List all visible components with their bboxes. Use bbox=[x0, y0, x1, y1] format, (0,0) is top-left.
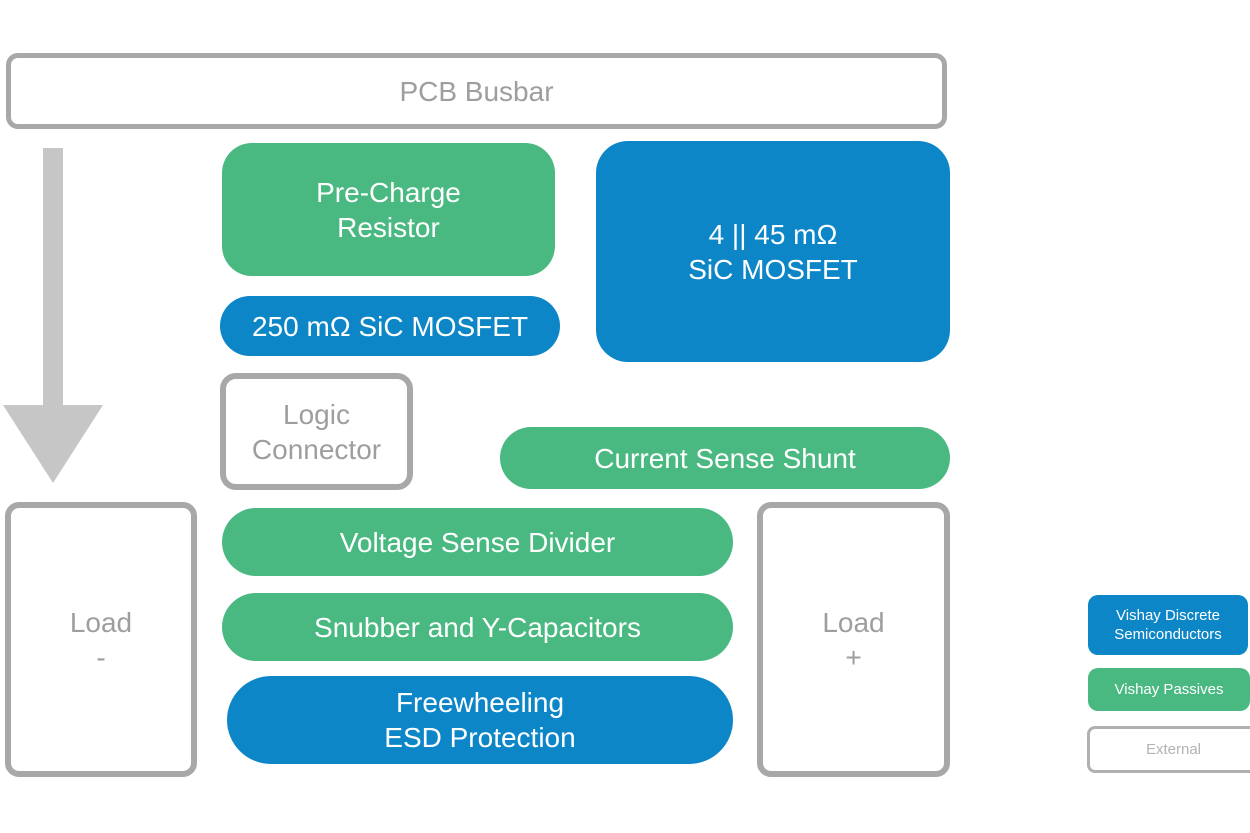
block-load-minus: Load - bbox=[5, 502, 197, 777]
logic-connector-line1: Logic bbox=[283, 398, 350, 430]
load-minus-line2: - bbox=[96, 641, 106, 673]
legend-discrete-line1: Vishay Discrete bbox=[1116, 607, 1220, 624]
pre-charge-line2: Resistor bbox=[337, 211, 440, 243]
pcb-busbar-label: PCB Busbar bbox=[399, 75, 554, 107]
block-pre-charge-resistor: Pre-Charge Resistor bbox=[222, 143, 555, 276]
legend-external-label: External bbox=[1145, 741, 1202, 758]
block-load-plus: Load + bbox=[757, 502, 950, 777]
voltage-sense-divider-label: Voltage Sense Divider bbox=[339, 526, 616, 558]
mosfet-main-line2: SiC MOSFET bbox=[688, 253, 858, 285]
block-current-sense-shunt: Current Sense Shunt bbox=[500, 427, 950, 489]
current-sense-shunt-label: Current Sense Shunt bbox=[594, 442, 856, 474]
snubber-label: Snubber and Y-Capacitors bbox=[314, 611, 641, 643]
block-logic-connector: Logic Connector bbox=[220, 373, 413, 490]
down-arrow-shaft bbox=[43, 148, 63, 406]
legend-vishay-passives: Vishay Passives bbox=[1088, 668, 1250, 711]
load-plus-line2: + bbox=[845, 641, 862, 673]
mosfet-250-label: 250 mΩ SiC MOSFET bbox=[251, 310, 529, 342]
load-plus-line1: Load bbox=[822, 606, 885, 638]
down-arrow-head bbox=[3, 405, 103, 483]
load-minus-line1: Load bbox=[69, 606, 133, 638]
pre-charge-line1: Pre-Charge bbox=[316, 176, 461, 208]
block-voltage-sense-divider: Voltage Sense Divider bbox=[222, 508, 733, 576]
block-sic-mosfet-250: 250 mΩ SiC MOSFET bbox=[220, 296, 560, 356]
freewheeling-line2: ESD Protection bbox=[384, 722, 576, 753]
legend-vishay-discrete-semiconductors: Vishay Discrete Semiconductors bbox=[1088, 595, 1248, 655]
legend-external: External bbox=[1087, 726, 1250, 773]
legend-discrete-line2: Semiconductors bbox=[1114, 626, 1222, 643]
block-pcb-busbar: PCB Busbar bbox=[6, 53, 947, 129]
legend-passives-label: Vishay Passives bbox=[1114, 681, 1224, 698]
mosfet-main-line1: 4 || 45 mΩ bbox=[708, 218, 838, 250]
block-sic-mosfet-4-45: 4 || 45 mΩ SiC MOSFET bbox=[596, 141, 950, 362]
block-snubber-y-capacitors: Snubber and Y-Capacitors bbox=[222, 593, 733, 661]
logic-connector-line2: Connector bbox=[251, 433, 382, 465]
block-freewheeling-esd-protection: Freewheeling ESD Protection bbox=[227, 676, 733, 764]
freewheeling-line1: Freewheeling bbox=[395, 687, 565, 718]
